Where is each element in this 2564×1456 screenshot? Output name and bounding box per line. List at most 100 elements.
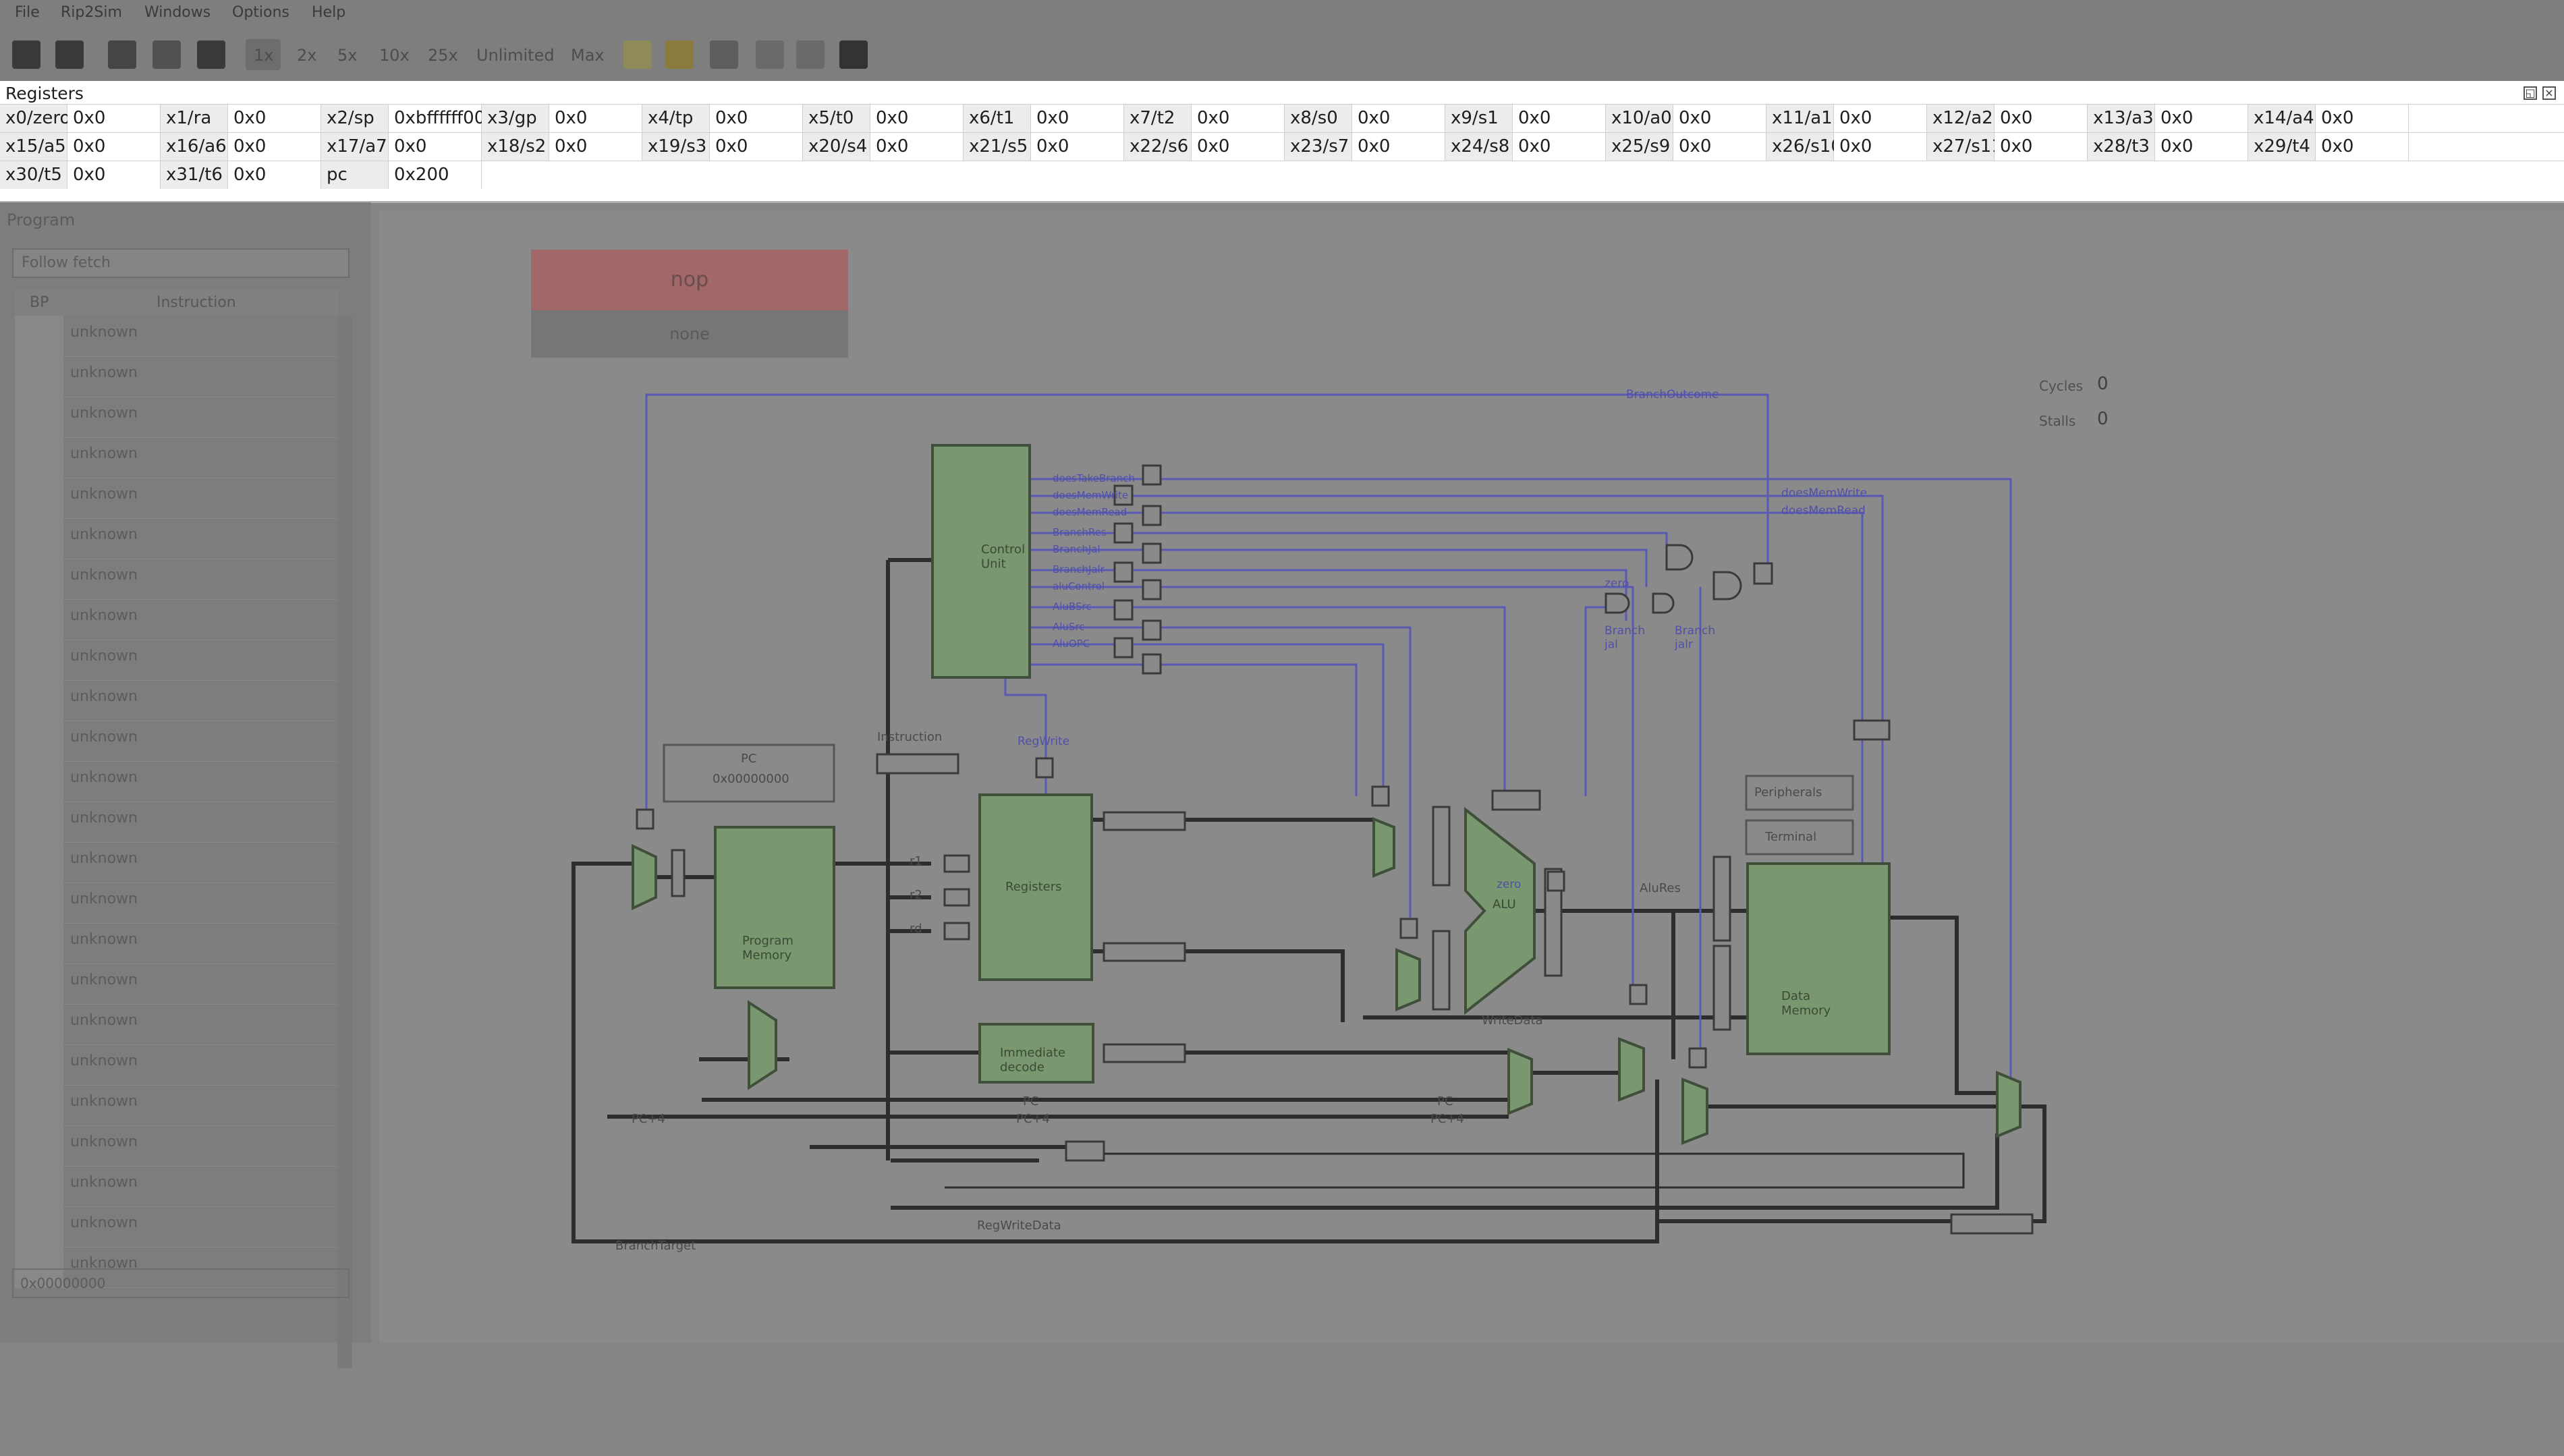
register-value[interactable]: 0x0 [1513,105,1606,132]
program-row[interactable]: unknown [15,437,339,478]
speed-2x[interactable]: 2x [297,46,317,65]
breakpoint-cell[interactable] [15,802,63,842]
menu-windows[interactable]: Windows [144,4,211,21]
register-value[interactable]: 0x0 [67,133,161,161]
step-icon[interactable] [152,40,181,69]
program-row[interactable]: unknown [15,923,339,964]
breakpoint-cell[interactable] [15,923,63,963]
register-value[interactable]: 0x0 [870,133,964,161]
undock-icon[interactable]: ◱ [2524,86,2537,100]
program-row[interactable]: unknown [15,842,339,883]
register-value[interactable]: 0xbffffff00 [389,105,485,132]
register-value[interactable]: 0x0 [1031,105,1124,132]
breakpoint-cell[interactable] [15,356,63,397]
register-value[interactable]: 0x0 [1673,133,1766,161]
program-row[interactable]: unknown [15,1085,339,1126]
register-value[interactable]: 0x0 [1031,133,1124,161]
program-row[interactable]: unknown [15,1044,339,1086]
fit-view-icon[interactable] [756,40,784,69]
breakpoint-cell[interactable] [15,1247,63,1287]
breakpoint-cell[interactable] [15,761,63,802]
register-value[interactable]: 0x0 [710,133,803,161]
register-value[interactable]: 0x0 [228,161,321,189]
register-value[interactable]: 0x0 [549,133,642,161]
program-row[interactable]: unknown [15,680,339,721]
speed-unlimited[interactable]: Unlimited [476,46,555,65]
breakpoint-cell[interactable] [15,640,63,680]
program-row[interactable]: unknown [15,883,339,924]
register-value[interactable]: 0x0 [1352,133,1445,161]
tag-icon[interactable] [839,40,868,69]
breakpoint-cell[interactable] [15,1166,63,1206]
breakpoint-cell[interactable] [15,518,63,559]
breakpoint-cell[interactable] [15,721,63,761]
menu-file[interactable]: File [15,4,40,21]
breakpoint-cell[interactable] [15,1206,63,1247]
program-row[interactable]: unknown [15,316,339,357]
program-row[interactable]: unknown [15,599,339,640]
breakpoint-cell[interactable] [15,680,63,721]
program-row[interactable]: unknown [15,518,339,559]
register-value[interactable]: 0x0 [1192,105,1285,132]
program-row[interactable]: unknown [15,963,339,1005]
program-row[interactable]: unknown [15,1125,339,1167]
register-value[interactable]: 0x0 [1834,105,1927,132]
reset-icon[interactable] [55,40,84,69]
register-value[interactable]: 0x0 [2155,133,2248,161]
register-value[interactable]: 0x0 [228,133,321,161]
menu-ripes[interactable]: Rip2Sim [61,4,122,21]
register-value[interactable]: 0x0 [228,105,321,132]
register-value[interactable]: 0x0 [549,105,642,132]
breakpoint-cell[interactable] [15,316,63,356]
register-value[interactable]: 0x0 [2155,105,2248,132]
register-value[interactable]: 0x0 [710,105,803,132]
program-row[interactable]: unknown [15,397,339,438]
program-row[interactable]: unknown [15,1166,339,1207]
breakpoint-cell[interactable] [15,963,63,1004]
speed-25x[interactable]: 25x [428,46,458,65]
program-row[interactable]: unknown [15,640,339,681]
menu-help[interactable]: Help [312,4,346,21]
register-value[interactable]: 0x0 [2316,105,2409,132]
register-value[interactable]: 0x0 [1995,105,2088,132]
run-icon[interactable] [197,40,225,69]
breakpoint-cell[interactable] [15,1044,63,1085]
breakpoint-cell[interactable] [15,437,63,478]
breakpoint-cell[interactable] [15,599,63,640]
speed-1x[interactable]: 1x [254,46,274,65]
menu-options[interactable]: Options [232,4,289,21]
program-row[interactable]: unknown [15,478,339,519]
register-value[interactable]: 0x0 [389,133,482,161]
register-value[interactable]: 0x0 [1834,133,1927,161]
new-file-icon[interactable] [623,40,652,69]
program-row[interactable]: unknown [15,559,339,600]
register-value[interactable]: 0x0 [67,161,161,189]
register-value[interactable]: 0x0 [1352,105,1445,132]
step-back-icon[interactable] [108,40,136,69]
speed-max[interactable]: Max [571,46,605,65]
register-value[interactable]: 0x0 [870,105,964,132]
register-value[interactable]: 0x0 [67,105,161,132]
download-icon[interactable] [796,40,825,69]
register-value[interactable]: 0x0 [1995,133,2088,161]
save-icon[interactable] [710,40,738,69]
speed-5x[interactable]: 5x [337,46,358,65]
breakpoint-cell[interactable] [15,1085,63,1125]
program-scrollbar[interactable] [337,316,352,1368]
program-mode-select[interactable]: Follow fetch [12,248,350,278]
processor-select-icon[interactable] [12,40,40,69]
program-row[interactable]: unknown [15,721,339,762]
speed-10x[interactable]: 10x [379,46,410,65]
register-value[interactable]: 0x0 [1513,133,1606,161]
breakpoint-cell[interactable] [15,397,63,437]
register-value[interactable]: 0x0 [1192,133,1285,161]
register-value[interactable]: 0x0 [2316,133,2409,161]
close-icon[interactable]: × [2542,86,2556,100]
breakpoint-cell[interactable] [15,1004,63,1044]
breakpoint-cell[interactable] [15,559,63,599]
program-row[interactable]: unknown [15,1206,339,1248]
register-value[interactable]: 0x200 [389,161,482,189]
breakpoint-cell[interactable] [15,478,63,518]
breakpoint-cell[interactable] [15,842,63,883]
breakpoint-cell[interactable] [15,883,63,923]
